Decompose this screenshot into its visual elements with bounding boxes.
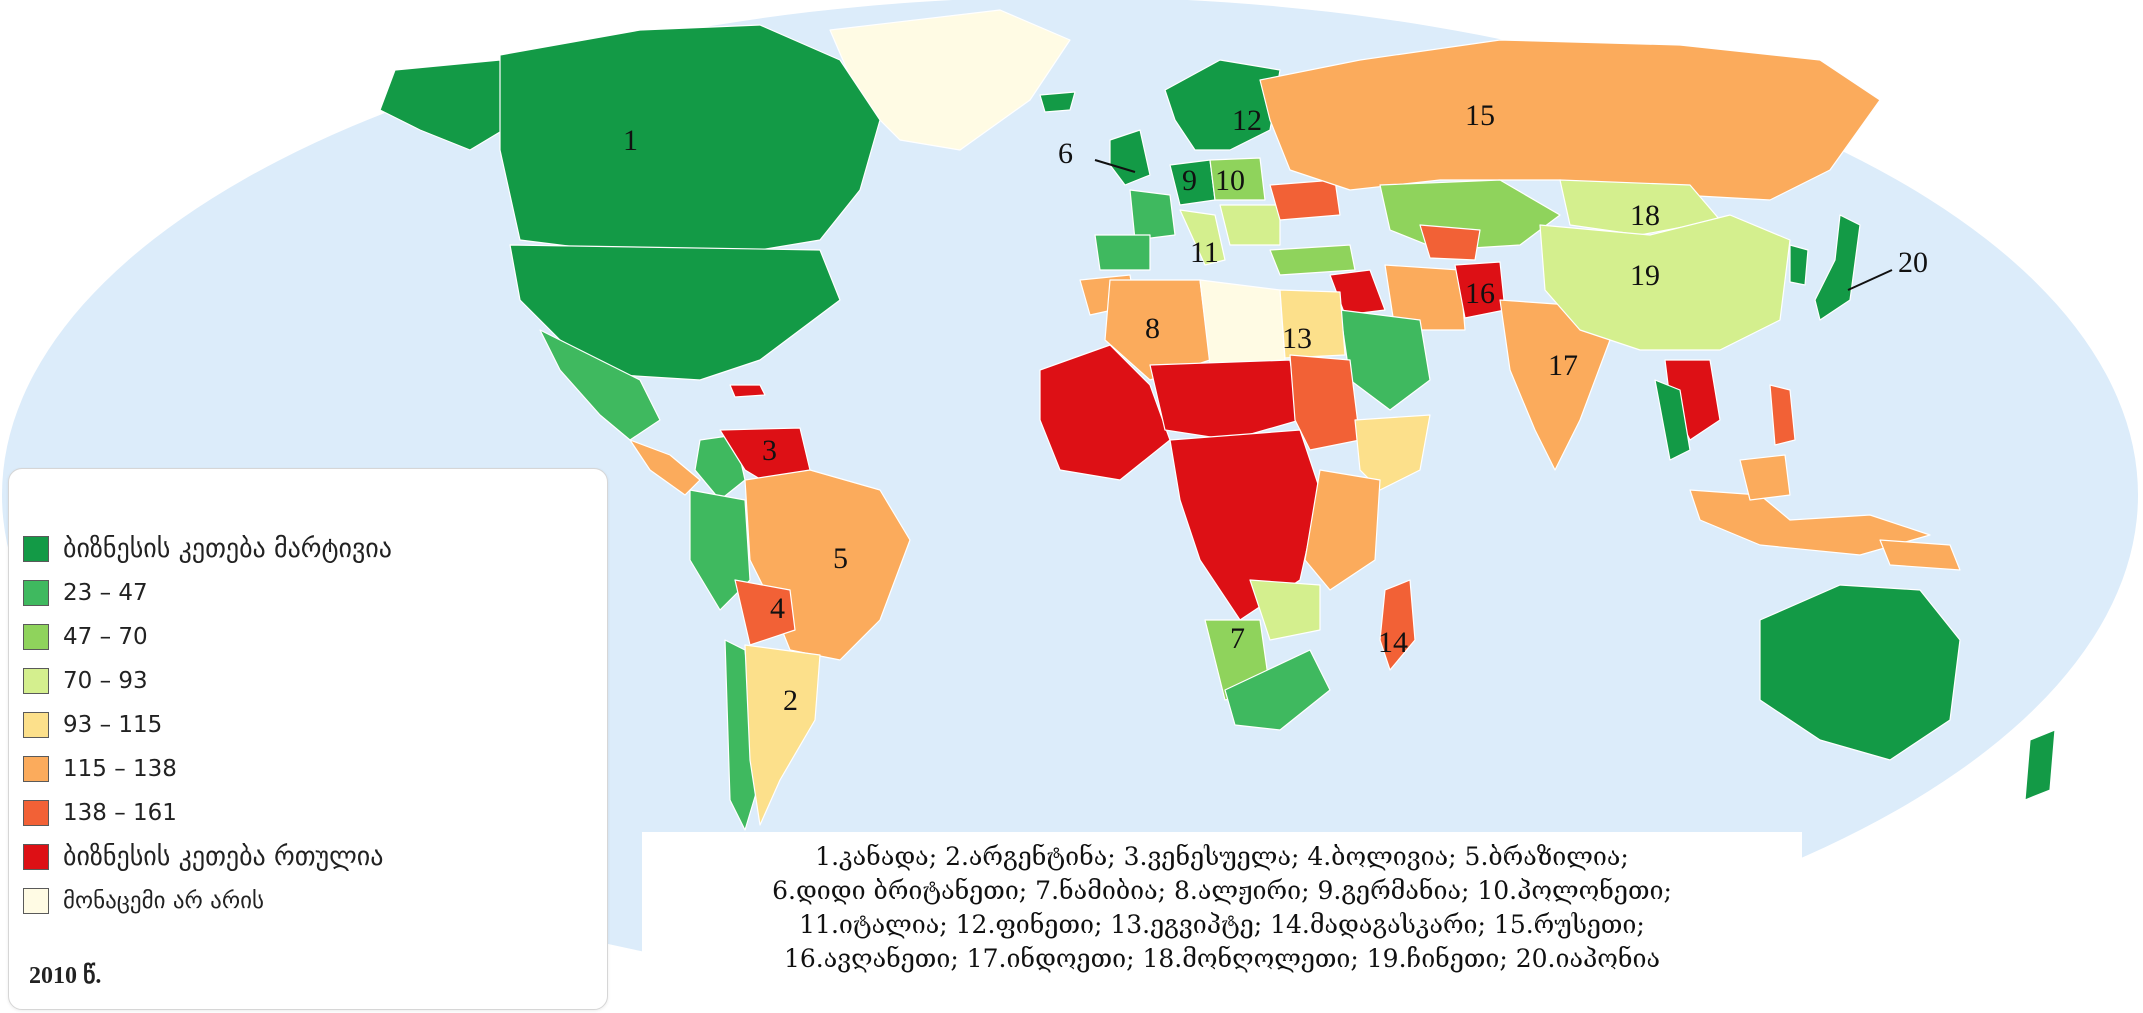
region-madagascar [1379,579,1416,671]
legend-swatch [23,844,49,870]
legend-item-115-138: 115 – 138 [23,749,177,789]
region-sudan [1289,354,1361,451]
region-new-zealand [2024,729,2056,801]
region-russia [1259,39,1881,201]
legend-label: ბიზნესის კეთება მარტივია [63,534,392,564]
region-korea [1789,244,1809,286]
legend-item-138-161: 138 – 161 [23,793,177,833]
legend-label: 138 – 161 [63,800,177,826]
region-sahel [1149,359,1301,441]
region-france [1129,189,1176,241]
country-key-line: 6.დიდი ბრიტანეთი; 7.ნამიბია; 8.ალჟირი; 9… [772,876,1672,905]
legend-swatch [23,624,49,650]
legend-item-easy: ბიზნესის კეთება მარტივია [23,529,392,569]
marker-11: 11 [1190,236,1219,269]
legend-label: 70 – 93 [63,668,148,694]
marker-12: 12 [1232,104,1262,137]
map-legend: ბიზნესის კეთება მარტივია 23 – 47 47 – 70… [8,468,608,1010]
marker-16: 16 [1465,277,1495,310]
region-east-africa [1304,469,1381,591]
region-china [1539,214,1791,351]
legend-label: მონაცემი არ არის [63,888,265,914]
marker-20: 20 [1898,246,1928,279]
marker-18: 18 [1630,199,1660,232]
region-central-asia [1419,224,1481,261]
region-new-guinea [1879,539,1961,571]
leader-line [1094,159,1136,173]
region-poland [1209,157,1266,201]
region-uk [1109,129,1151,186]
legend-item-93-115: 93 – 115 [23,705,162,745]
region-west-africa [1039,344,1171,481]
legend-label: ბიზნესის კეთება რთულია [63,842,384,872]
legend-swatch [23,800,49,826]
region-chile [724,639,761,831]
legend-label: 23 – 47 [63,580,148,606]
marker-7: 7 [1230,622,1245,655]
country-key: 1.კანადა; 2.არგენტინა; 3.ვენესუელა; 4.ბო… [642,832,1802,1010]
region-bolivia [734,579,796,646]
region-canada [499,24,881,256]
region-usa [509,244,841,381]
legend-item-no-data: მონაცემი არ არის [23,881,264,921]
region-japan [1814,214,1861,321]
region-borneo [1739,454,1791,501]
country-key-line: 16.ავღანეთი; 17.ინდოეთი; 18.მონღოლეთი; 1… [783,944,1661,973]
region-balkans [1219,204,1281,246]
marker-1: 1 [623,124,638,157]
region-italy [1179,209,1226,266]
region-iceland [1039,91,1076,113]
marker-19: 19 [1630,259,1660,292]
legend-swatch [23,756,49,782]
region-caribbean [729,384,766,398]
region-egypt [1279,289,1346,359]
marker-6: 6 [1058,137,1073,170]
country-key-line: 11.იტალია; 12.ფინეთი; 13.ეგვიპტე; 14.მად… [799,910,1645,939]
legend-swatch [23,536,49,562]
marker-10: 10 [1215,164,1245,197]
region-indonesia [1689,489,1931,556]
region-australia [1759,584,1961,761]
leader-line [1847,269,1893,291]
region-iran [1384,264,1466,331]
legend-swatch [23,888,49,914]
legend-item-hard: ბიზნესის კეთება რთულია [23,837,383,877]
legend-item-23-47: 23 – 47 [23,573,148,613]
country-key-line: 1.კანადა; 2.არგენტინა; 3.ვენესუელა; 4.ბო… [815,842,1629,871]
region-scandinavia [1164,59,1281,151]
marker-15: 15 [1465,99,1495,132]
region-philippines [1769,384,1796,446]
marker-8: 8 [1145,312,1160,345]
region-south-africa [1224,649,1331,731]
region-iberia [1094,234,1151,271]
region-libya [1199,279,1286,366]
region-zambia-zimbabwe [1249,579,1321,641]
marker-13: 13 [1282,322,1312,355]
marker-3: 3 [762,434,777,467]
legend-swatch [23,580,49,606]
legend-item-70-93: 70 – 93 [23,661,148,701]
region-central-america [629,439,701,496]
legend-label: 115 – 138 [63,756,177,782]
region-ethiopia-horn [1354,414,1431,491]
marker-14: 14 [1378,626,1408,659]
marker-9: 9 [1182,164,1197,197]
legend-label: 93 – 115 [63,712,163,738]
legend-label: 47 – 70 [63,624,148,650]
legend-item-47-70: 47 – 70 [23,617,148,657]
marker-5: 5 [833,542,848,575]
marker-17: 17 [1548,349,1578,382]
region-ukraine [1269,179,1341,221]
legend-swatch [23,668,49,694]
marker-2: 2 [783,684,798,717]
region-argentina [744,644,821,826]
region-turkey [1269,244,1356,276]
legend-year: 2010 წ. [29,963,102,989]
region-thailand [1654,379,1691,461]
marker-4: 4 [770,592,785,625]
legend-swatch [23,712,49,738]
